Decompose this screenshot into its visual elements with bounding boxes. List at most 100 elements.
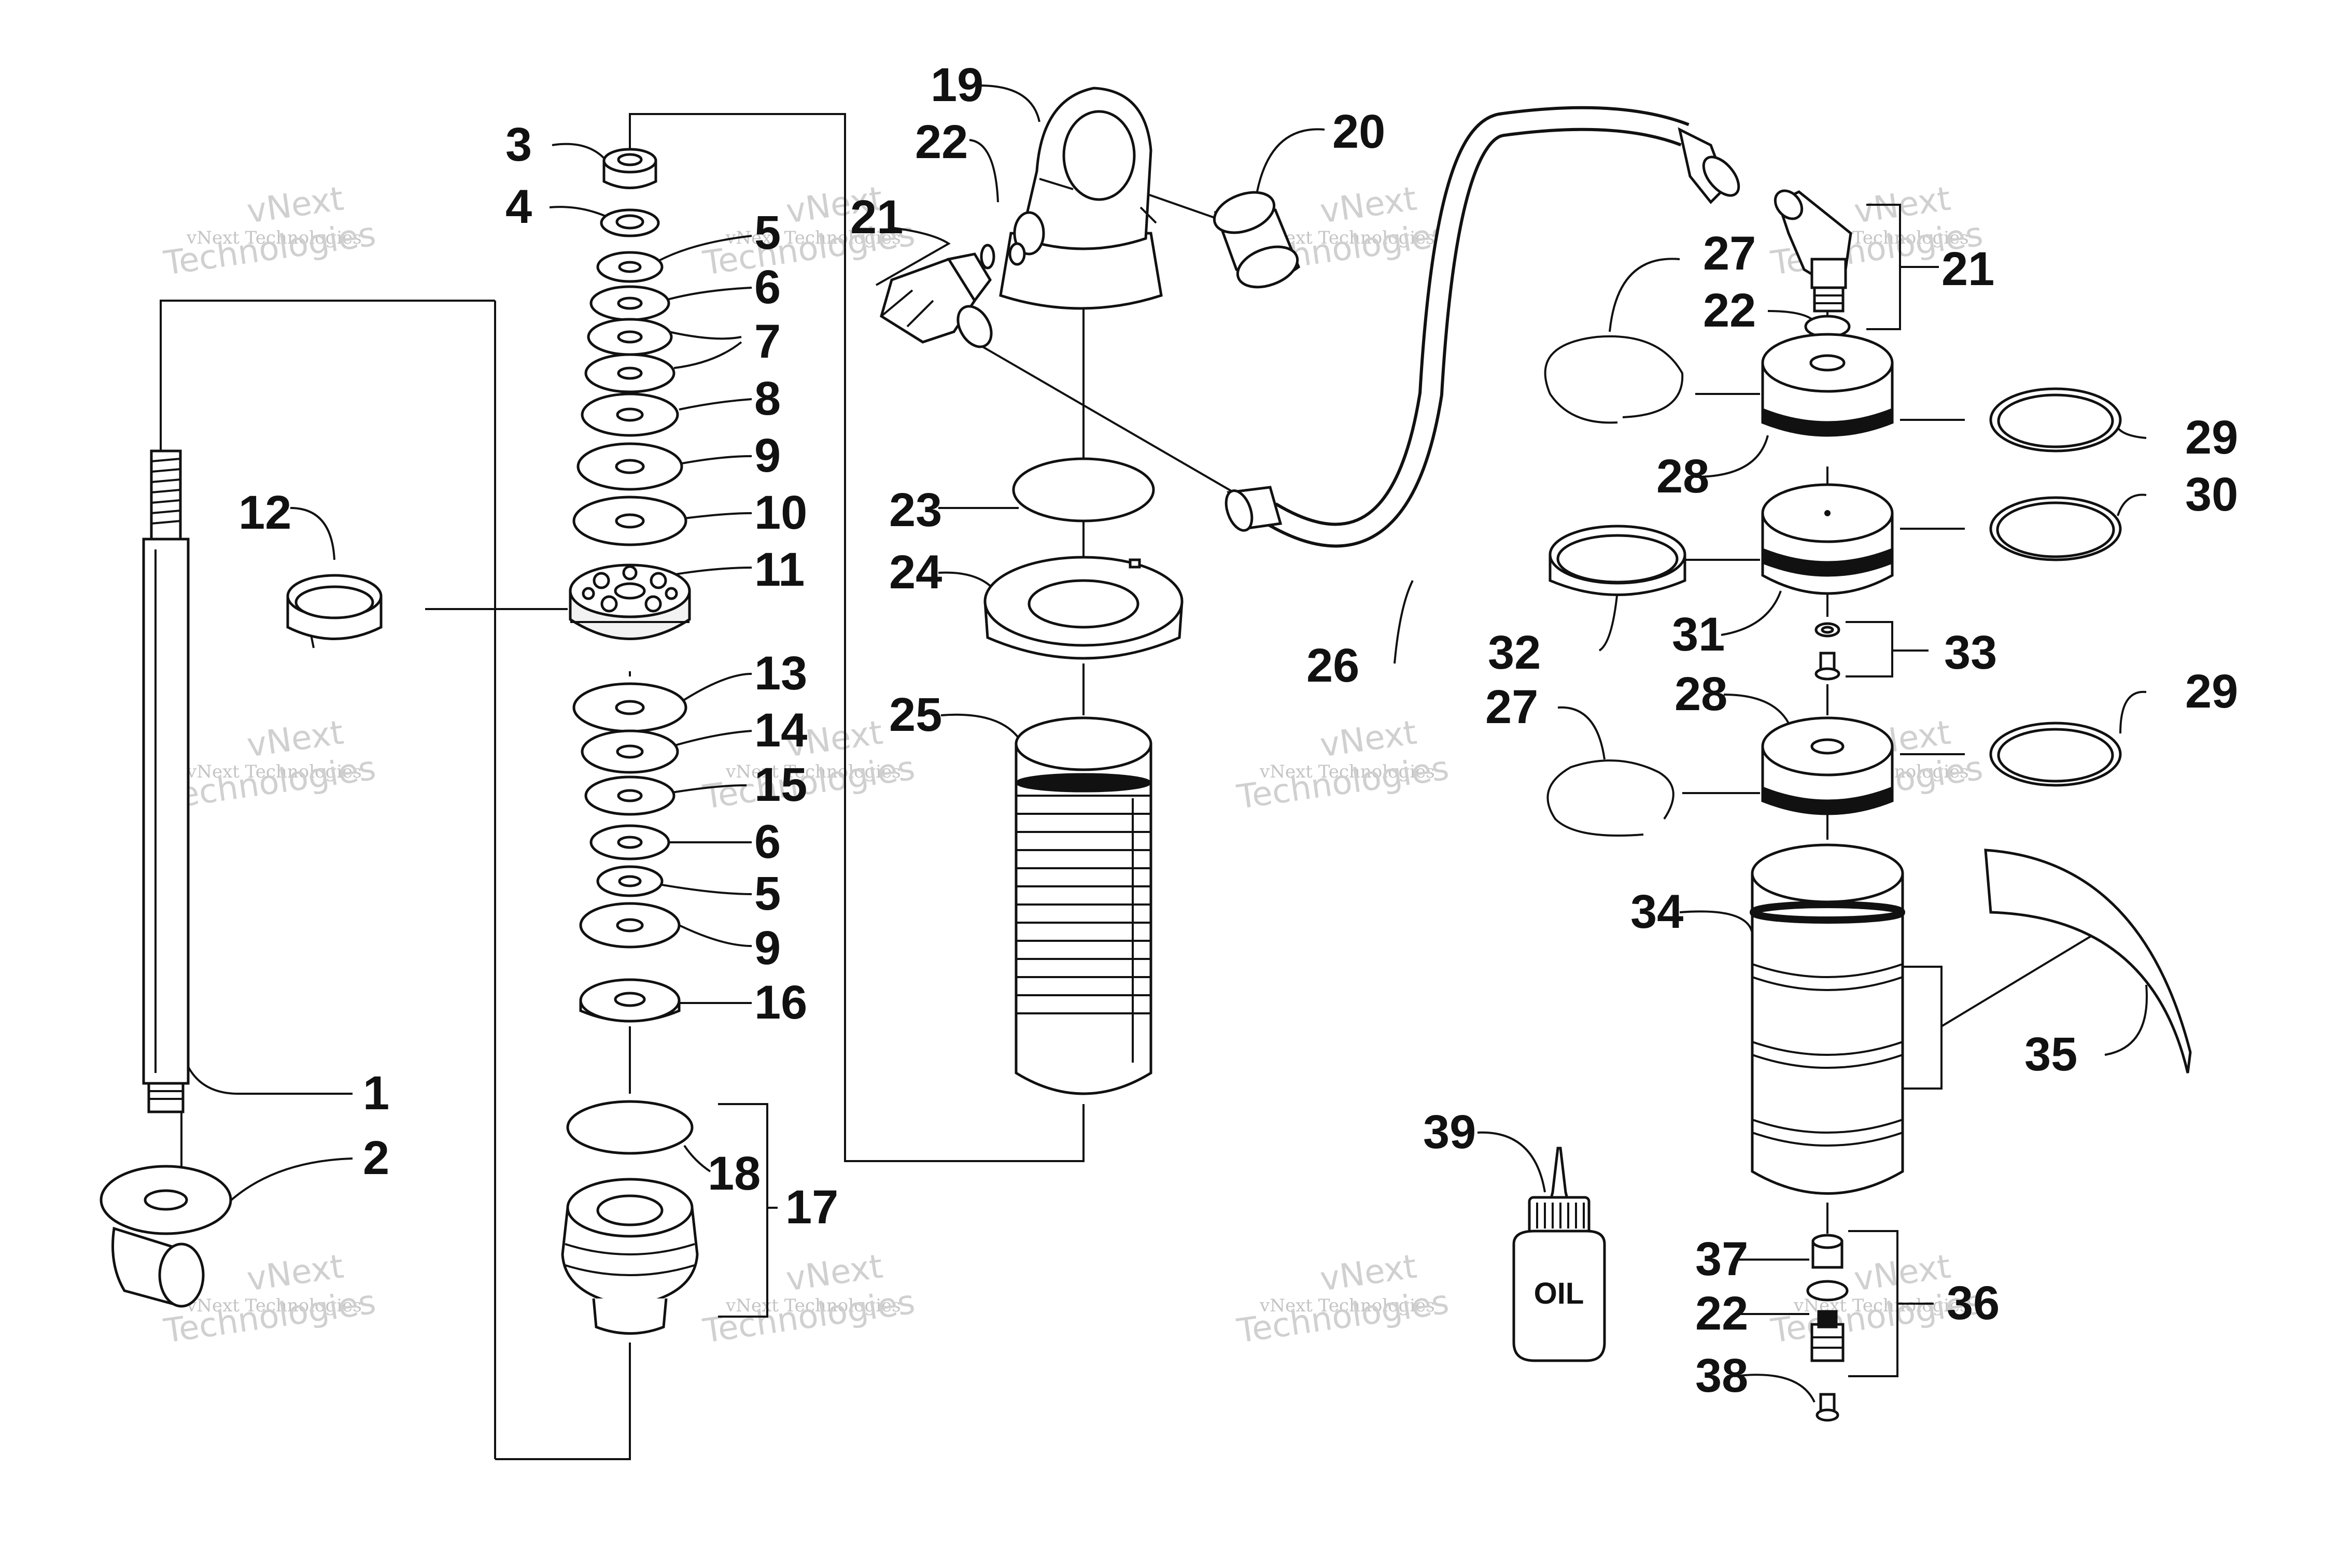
leader-22a	[969, 139, 999, 203]
leader-27a	[1609, 258, 1680, 332]
leader-31	[1721, 590, 1782, 636]
parts: OIL	[100, 87, 2192, 1422]
part-35-decal	[1984, 849, 2192, 1073]
label-22c: 22	[1695, 1287, 1748, 1340]
svg-text:vNext Technologies: vNext Technologies	[186, 761, 362, 782]
part-33-valve	[1814, 622, 1840, 681]
part-20-bushing	[1213, 191, 1301, 289]
label-5a: 5	[754, 206, 781, 259]
part-36-valve-core	[1810, 1310, 1845, 1362]
bracket-top	[629, 113, 1085, 1162]
part-27b-snap-ring	[1546, 759, 1674, 837]
svg-text:vNext Technologies: vNext Technologies	[1259, 1295, 1435, 1316]
label-21b: 21	[1941, 243, 1994, 295]
part-21a-elbow-fitting	[880, 252, 993, 348]
label-2: 2	[363, 1132, 389, 1184]
label-15: 15	[754, 758, 807, 811]
label-32: 32	[1488, 626, 1541, 679]
label-28b: 28	[1674, 668, 1727, 721]
part-17-bearing-cap	[561, 1178, 699, 1335]
leader-7b	[673, 341, 742, 369]
label-20: 20	[1332, 105, 1385, 158]
label-25: 25	[889, 688, 942, 741]
part-18-disc	[566, 1100, 694, 1155]
svg-text:vNext Technologies: vNext Technologies	[186, 228, 362, 248]
label-29b: 29	[2185, 665, 2238, 718]
leader-38	[1734, 1374, 1816, 1403]
part-39-oil-bottle: OIL	[1512, 1147, 1606, 1362]
part-28b-seal-head	[1761, 716, 1894, 815]
leader-5b	[655, 883, 752, 895]
shim-stack-upper	[572, 251, 687, 546]
leader-29b	[2119, 690, 2147, 734]
leader-7a	[668, 331, 742, 340]
part-37-valve-cap	[1811, 1234, 1844, 1269]
label-39: 39	[1423, 1106, 1476, 1159]
label-11: 11	[754, 543, 805, 596]
connector-lines	[160, 113, 2106, 1460]
watermark: vNext Technologies vNext Technologies	[1234, 1248, 1451, 1351]
watermark: vNext Technologies vNext Technologies	[1768, 1248, 1985, 1351]
label-30: 30	[2185, 468, 2238, 521]
bracket-bottom	[495, 1343, 631, 1460]
part-32-band	[1549, 525, 1686, 596]
watermark: vNext Technologies vNext Technologies	[700, 1248, 917, 1351]
label-12: 12	[238, 486, 291, 539]
leader-10	[684, 512, 752, 519]
label-31: 31	[1672, 608, 1725, 661]
label-23: 23	[889, 484, 942, 536]
part-38-valve-nut	[1816, 1393, 1839, 1422]
leader-27b	[1557, 706, 1606, 760]
label-8: 8	[754, 372, 781, 425]
part-28a-seal-head	[1761, 333, 1894, 437]
leader-4	[549, 206, 610, 219]
label-6a: 6	[754, 261, 781, 314]
leader-26	[1394, 580, 1414, 664]
part-22c-oring	[1806, 1280, 1849, 1302]
part-19-eye-mount	[980, 87, 1163, 310]
part-24-collar	[983, 556, 1184, 660]
label-27a: 27	[1703, 227, 1756, 280]
leader-32	[1598, 590, 1619, 652]
bracket-35-tick	[1940, 927, 2106, 1027]
label-29a: 29	[2185, 411, 2238, 464]
label-22b: 22	[1703, 284, 1756, 337]
watermark: vNext Technologies vNext Technologies	[1234, 714, 1451, 817]
bracket-33	[1846, 621, 1893, 677]
label-4: 4	[505, 180, 532, 233]
label-16: 16	[754, 976, 807, 1029]
leader-18	[683, 1145, 711, 1173]
label-28a: 28	[1656, 450, 1709, 503]
label-5b: 5	[754, 867, 781, 920]
label-24: 24	[889, 546, 942, 599]
label-36: 36	[1947, 1277, 2000, 1330]
label-13: 13	[754, 647, 807, 700]
bracket-35	[1900, 966, 1943, 1090]
watermark: vNext Technologies vNext Technologies	[700, 714, 917, 817]
leader-1	[183, 1057, 353, 1095]
part-3-nut	[602, 148, 657, 189]
label-6b: 6	[754, 815, 781, 868]
label-10: 10	[754, 486, 807, 539]
leader-13	[683, 673, 752, 701]
leader-34	[1679, 910, 1753, 934]
leader-35	[2104, 984, 2148, 1056]
part-31-floating-piston	[1761, 483, 1894, 595]
label-17: 17	[785, 1181, 838, 1234]
label-37: 37	[1695, 1233, 1748, 1286]
part-4-washer	[600, 208, 660, 237]
watermark: vNext Technologies vNext Technologies	[161, 180, 378, 283]
part-11-piston	[569, 563, 691, 640]
part-21b-elbow-fitting	[1774, 189, 1852, 313]
label-14: 14	[754, 704, 807, 757]
svg-text:vNext Technologies: vNext Technologies	[1259, 761, 1435, 782]
part-29a-seal-ring	[1989, 387, 2122, 453]
watermark: vNext Technologies vNext Technologies	[700, 180, 917, 283]
label-19: 19	[931, 59, 983, 111]
watermark: vNext Technologies vNext Technologies	[161, 714, 378, 817]
label-33: 33	[1944, 626, 1997, 679]
leader-8	[679, 398, 752, 411]
label-18: 18	[708, 1147, 761, 1200]
leader-11	[668, 567, 752, 576]
label-22a: 22	[915, 116, 968, 168]
